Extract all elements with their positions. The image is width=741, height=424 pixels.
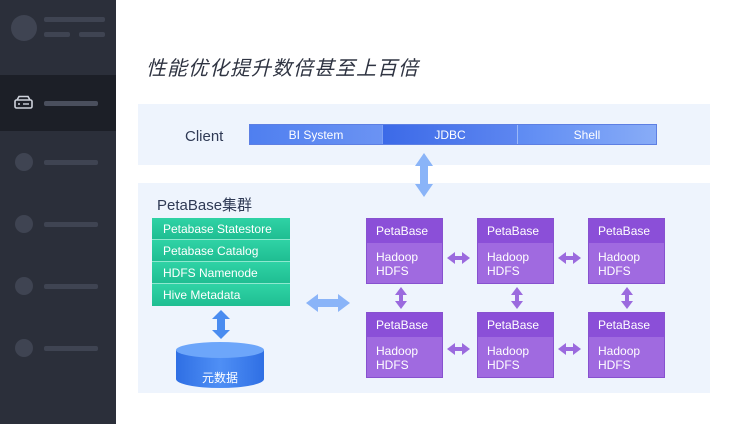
cluster-title: PetaBase集群 [157, 197, 253, 214]
node-title: PetaBase [589, 219, 664, 243]
node-storage-line: Hadoop [487, 344, 530, 358]
avatar[interactable] [11, 15, 37, 41]
node-storage: Hadoop HDFS [376, 344, 418, 372]
client-tools-bar: BI System JDBC Shell [249, 124, 657, 145]
circle-icon [15, 215, 33, 233]
sidebar-item-storage[interactable] [0, 75, 116, 131]
node-storage-line: HDFS [598, 264, 631, 278]
sidebar-item-label [44, 160, 98, 165]
node-storage-line: Hadoop [598, 344, 641, 358]
user-status-placeholder [79, 32, 105, 37]
node-storage: Hadoop HDFS [598, 250, 640, 278]
client-tool-bi-system[interactable]: BI System [250, 125, 382, 144]
node-title: PetaBase [478, 219, 553, 243]
cluster-services: Petabase Statestore Petabase Catalog HDF… [152, 218, 290, 308]
node-link-arrow [621, 287, 633, 309]
sidebar [0, 0, 116, 424]
sidebar-item-label [44, 222, 98, 227]
sidebar-item-4[interactable] [0, 258, 116, 314]
node-storage: Hadoop HDFS [376, 250, 418, 278]
database-icon [176, 342, 264, 388]
node-title: PetaBase [478, 313, 553, 337]
user-name-placeholder [44, 17, 105, 22]
node-storage: Hadoop HDFS [487, 250, 529, 278]
node-storage-line: Hadoop [376, 250, 419, 264]
sidebar-item-label [44, 101, 98, 106]
user-role-placeholder [44, 32, 70, 37]
service-hive-metadata: Hive Metadata [152, 284, 290, 306]
client-panel: Client BI System JDBC Shell [138, 104, 710, 165]
petabase-node[interactable]: PetaBase Hadoop HDFS [588, 218, 665, 284]
drive-icon [14, 95, 33, 109]
sidebar-header [0, 0, 116, 58]
node-link-arrow [511, 287, 523, 309]
sidebar-item-2[interactable] [0, 134, 116, 190]
node-storage: Hadoop HDFS [487, 344, 529, 372]
node-link-arrow [395, 287, 407, 309]
petabase-node[interactable]: PetaBase Hadoop HDFS [588, 312, 665, 378]
service-namenode: HDFS Namenode [152, 262, 290, 284]
sidebar-item-3[interactable] [0, 196, 116, 252]
metadata-database: 元数据 [175, 341, 265, 389]
circle-icon [15, 339, 33, 357]
node-storage-line: HDFS [376, 358, 409, 372]
circle-icon [15, 153, 33, 171]
node-link-arrow [447, 252, 470, 264]
node-storage-line: Hadoop [598, 250, 641, 264]
node-link-arrow [558, 343, 581, 355]
petabase-node[interactable]: PetaBase Hadoop HDFS [477, 312, 554, 378]
node-link-arrow [558, 252, 581, 264]
node-title: PetaBase [367, 219, 442, 243]
service-statestore: Petabase Statestore [152, 218, 290, 240]
services-database-arrow [212, 310, 230, 339]
node-link-arrow [447, 343, 470, 355]
node-storage-line: HDFS [487, 264, 520, 278]
client-tool-shell[interactable]: Shell [517, 125, 656, 144]
node-storage-line: HDFS [598, 358, 631, 372]
node-title: PetaBase [589, 313, 664, 337]
client-label: Client [185, 128, 224, 145]
node-storage-line: Hadoop [376, 344, 419, 358]
sidebar-item-5[interactable] [0, 320, 116, 376]
client-tool-jdbc[interactable]: JDBC [382, 125, 517, 144]
sidebar-item-label [44, 346, 98, 351]
petabase-node[interactable]: PetaBase Hadoop HDFS [366, 312, 443, 378]
client-cluster-arrow [415, 153, 433, 197]
page-title: 性能优化提升数倍甚至上百倍 [146, 56, 419, 80]
petabase-node[interactable]: PetaBase Hadoop HDFS [477, 218, 554, 284]
node-title: PetaBase [367, 313, 442, 337]
circle-icon [15, 277, 33, 295]
node-storage-line: HDFS [376, 264, 409, 278]
service-catalog: Petabase Catalog [152, 240, 290, 262]
services-nodes-arrow [306, 294, 350, 312]
node-storage-line: Hadoop [487, 250, 530, 264]
node-storage-line: HDFS [487, 358, 520, 372]
sidebar-item-label [44, 284, 98, 289]
node-storage: Hadoop HDFS [598, 344, 640, 372]
database-label: 元数据 [201, 371, 238, 385]
petabase-node[interactable]: PetaBase Hadoop HDFS [366, 218, 443, 284]
